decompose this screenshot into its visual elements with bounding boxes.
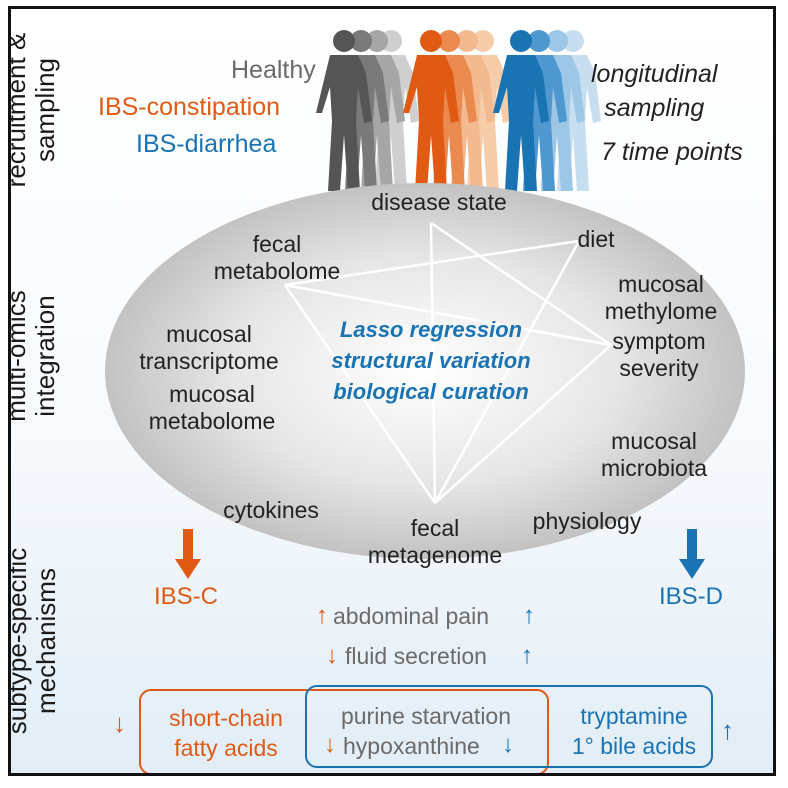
arrow-up-blue-fluid: ↑: [521, 642, 533, 669]
subtype-ibs-c: IBS-C: [153, 583, 218, 610]
mechanism-fluid-secretion: fluid secretion: [345, 643, 487, 669]
omics-ellipse: [105, 183, 745, 559]
arrow-down-orange-hypoxanthine: ↓: [324, 731, 336, 758]
mechanism-tryptamine: tryptamine: [580, 703, 688, 729]
timepoints-label: 7 time points: [601, 138, 743, 166]
omics-diet: diet: [577, 226, 615, 252]
arrow-down-orange-fluid: ↓: [326, 642, 338, 669]
mechanism-abdominal-pain: abdominal pain: [333, 603, 490, 629]
arrow-up-orange-pain: ↑: [316, 602, 328, 629]
figure-frame: recruitment &sampling multi-omicsintegra…: [8, 6, 776, 776]
ibs-c-box: [139, 689, 549, 773]
mechanism-purine-starvation: purine starvation: [340, 703, 512, 729]
arrow-down-scfa: ↓: [113, 708, 126, 738]
group-ibs-constipation: IBS-constipation: [98, 93, 281, 121]
arrow-up-blue-pain: ↑: [523, 602, 535, 629]
omics-cytokines: cytokines: [223, 497, 319, 523]
omics-disease-state: disease state: [371, 189, 507, 215]
network-lines: [283, 221, 612, 504]
omics-physiology: physiology: [532, 508, 642, 534]
mechanism-hypoxanthine: hypoxanthine: [343, 733, 480, 759]
methods-list: Lasso regression structural variation bi…: [331, 317, 531, 404]
group-ibs-diarrhea: IBS-diarrhea: [136, 130, 277, 158]
group-healthy: Healthy: [231, 56, 316, 84]
subtype-ibs-d: IBS-D: [658, 583, 723, 610]
arrow-up-blue-tryptamine: ↑: [721, 715, 734, 745]
ibs-d-box: [305, 685, 713, 768]
mechanism-bile-acids: 1° bile acids: [571, 733, 697, 759]
down-arrow-ibs-c: [175, 529, 201, 579]
down-arrow-ibs-d: [679, 529, 705, 579]
arrow-down-blue-hypoxanthine: ↓: [502, 731, 514, 758]
